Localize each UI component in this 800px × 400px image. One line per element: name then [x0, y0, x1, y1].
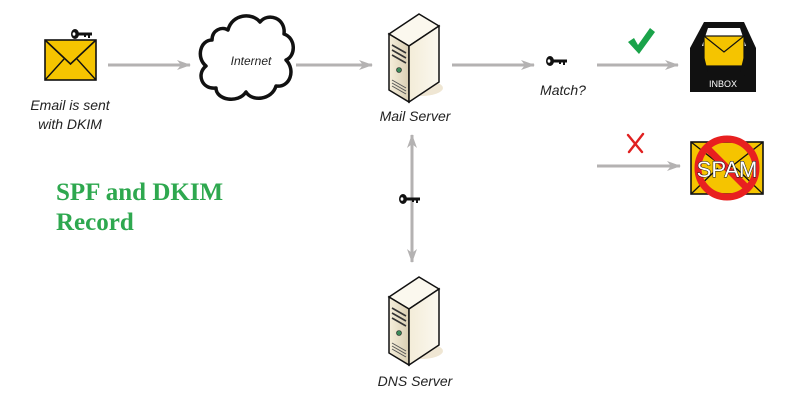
dns-server-icon	[388, 276, 444, 366]
dns-server-label: DNS Server	[377, 373, 453, 389]
mail-server-label: Mail Server	[379, 108, 451, 124]
internet-label: Internet	[230, 54, 272, 68]
spam-prohibited-icon	[690, 135, 764, 201]
title-line2: Record	[56, 209, 134, 236]
x-icon	[626, 132, 645, 154]
title-line1: SPF and DKIM	[56, 179, 224, 206]
inbox-tray-icon	[690, 22, 756, 92]
sender-label-line1: Email is sent	[30, 97, 110, 113]
mail-server-icon	[388, 13, 444, 103]
match-key-icon	[546, 56, 567, 66]
dns-key-icon	[399, 194, 420, 204]
spam-label: SPAM	[697, 157, 758, 182]
match-label: Match?	[540, 82, 586, 98]
check-icon	[628, 28, 655, 54]
sender-label: Email is sent with DKIM	[20, 96, 120, 134]
inbox-label: INBOX	[709, 79, 737, 89]
key-icon	[71, 29, 92, 39]
envelope-with-key-icon	[44, 29, 97, 81]
sender-label-line2: with DKIM	[38, 116, 102, 132]
cloud-icon	[198, 14, 295, 101]
diagram-title: SPF and DKIM Record	[56, 178, 223, 238]
